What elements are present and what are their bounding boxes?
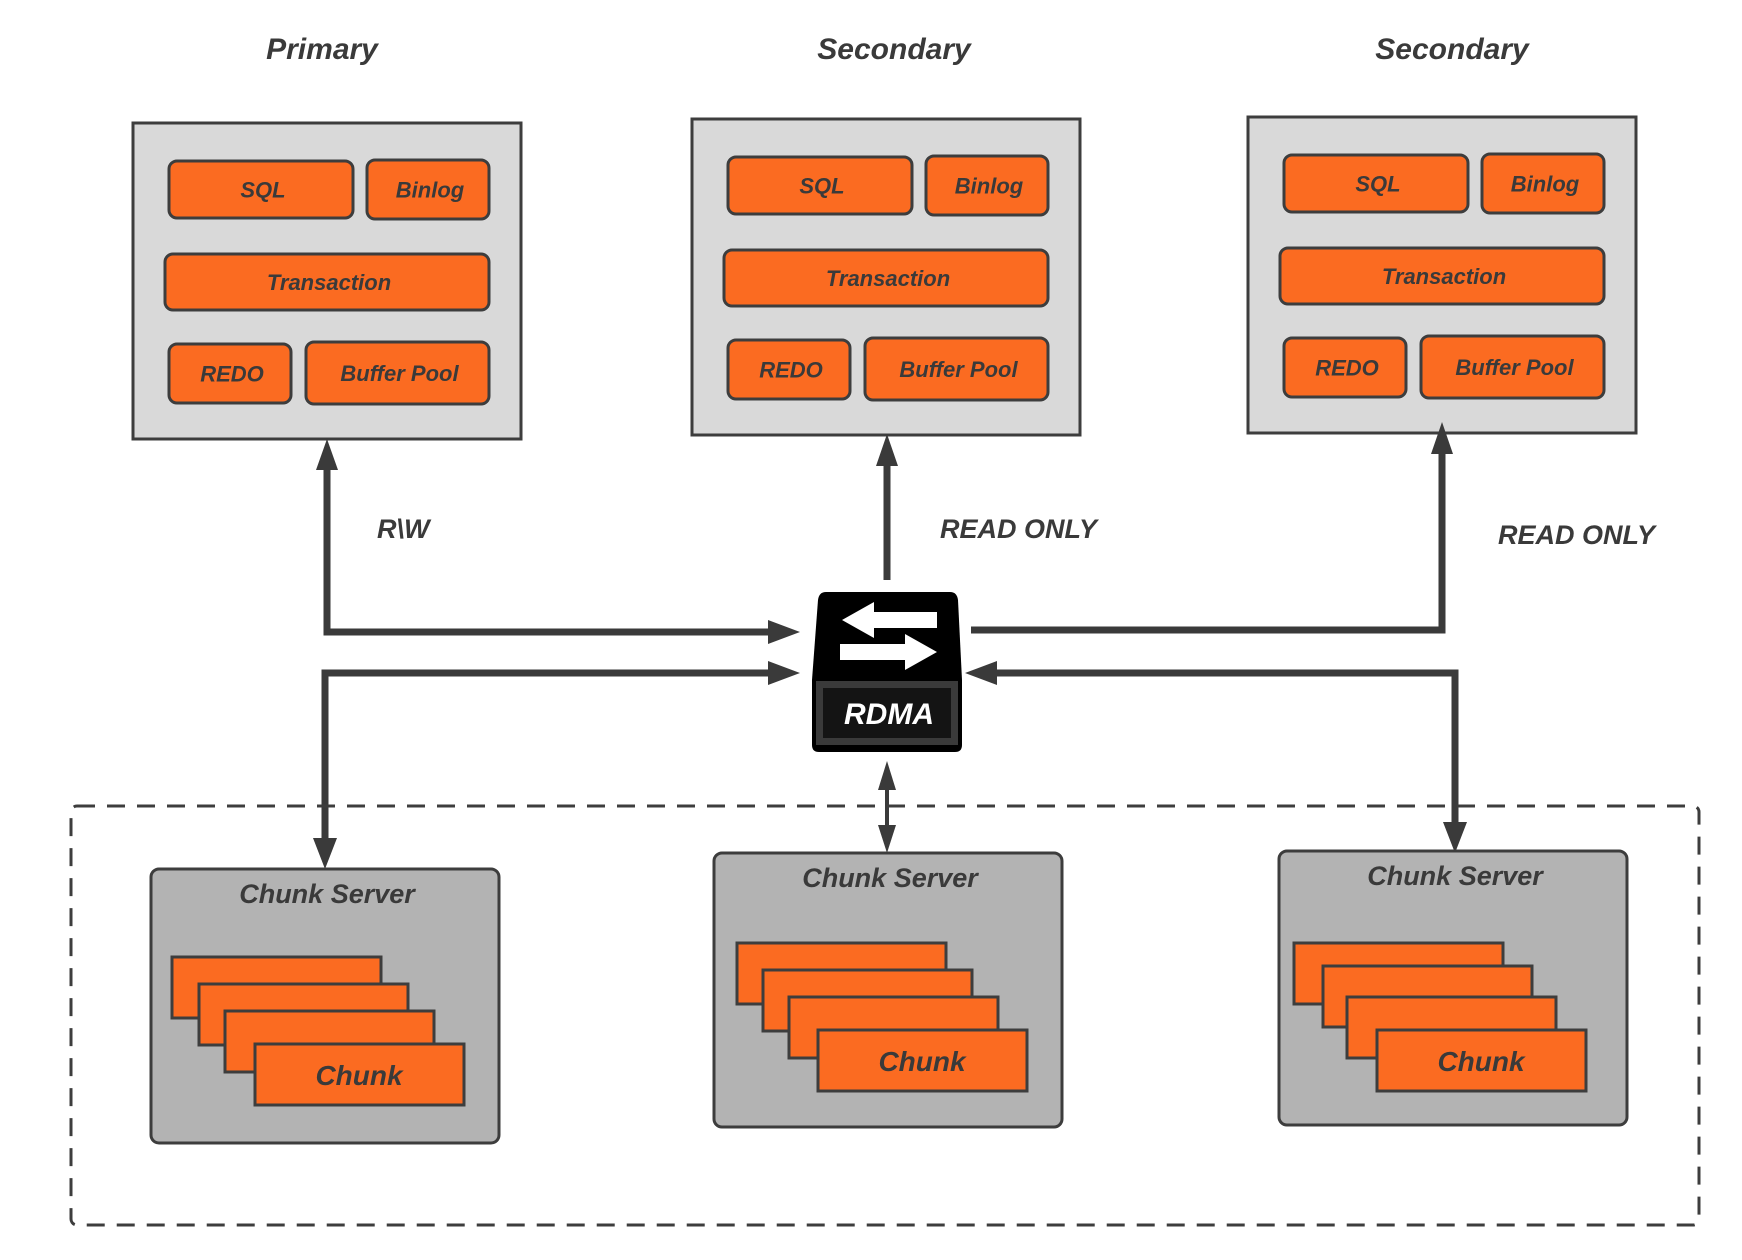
component-label: SQL	[240, 178, 285, 203]
component-label: Binlog	[1511, 172, 1580, 197]
component-transaction: Transaction	[722, 248, 1050, 308]
connector-primary-storage	[321, 669, 780, 845]
component-box	[1419, 334, 1606, 400]
arrowhead-down-icon	[313, 838, 337, 869]
storage-boundary	[69, 804, 1701, 1227]
link-label-rw: R\W	[377, 514, 432, 544]
component-label: Buffer Pool	[899, 357, 1018, 382]
component-box	[722, 248, 1050, 308]
switch-label: RDMA	[844, 698, 934, 731]
component-binlog: Binlog	[365, 158, 491, 221]
switch-label-inner	[823, 688, 951, 738]
chunk-label: Chunk	[315, 1060, 404, 1091]
arrowhead-up-icon	[1431, 422, 1453, 454]
component-box	[924, 154, 1050, 217]
arrowhead-up-icon	[316, 439, 338, 470]
component-box	[163, 252, 491, 312]
component-buffer-pool: Buffer Pool	[304, 340, 491, 406]
chunk-server-title: Chunk Server	[239, 879, 416, 909]
component-label: REDO	[759, 358, 823, 383]
component-label: SQL	[1355, 172, 1400, 197]
component-label: Transaction	[1382, 264, 1506, 289]
arrowhead-up-icon	[876, 434, 898, 466]
component-label: Transaction	[826, 266, 950, 291]
component-binlog: Binlog	[924, 154, 1050, 217]
arrowhead-up-icon	[878, 761, 896, 790]
component-sql: SQL	[167, 159, 355, 220]
connector-storage-3	[992, 669, 1459, 830]
component-binlog: Binlog	[1480, 152, 1606, 215]
component-redo: REDO	[1282, 336, 1408, 399]
component-buffer-pool: Buffer Pool	[863, 336, 1050, 402]
chunk	[816, 1028, 1029, 1093]
arrowhead-right-icon	[768, 661, 800, 685]
node-title-secondary-1: Secondary	[817, 33, 972, 66]
component-redo: REDO	[167, 342, 293, 405]
component-box	[1282, 336, 1408, 399]
connector-secondary-2-read	[971, 450, 1446, 634]
node-title-primary: Primary	[266, 33, 379, 66]
chunk	[253, 1042, 466, 1107]
component-label: SQL	[799, 174, 844, 199]
chunk-server-title: Chunk Server	[802, 863, 979, 893]
component-box	[1480, 152, 1606, 215]
component-redo: REDO	[726, 338, 852, 401]
connector-primary-rw	[323, 460, 780, 636]
component-label: Transaction	[267, 270, 391, 295]
arrowhead-down-icon	[878, 825, 896, 853]
component-sql: SQL	[1282, 153, 1470, 214]
chunk-server-title: Chunk Server	[1367, 861, 1544, 891]
component-box	[304, 340, 491, 406]
chunk-label: Chunk	[1437, 1046, 1526, 1077]
component-label: Binlog	[955, 174, 1024, 199]
link-label-read-only-1: READ ONLY	[940, 514, 1100, 544]
node-title-secondary-2: Secondary	[1375, 33, 1530, 66]
component-label: Binlog	[396, 178, 465, 203]
bidirectional-arrows-icon	[840, 602, 937, 670]
component-label: REDO	[1315, 356, 1379, 381]
component-box	[726, 338, 852, 401]
component-label: Buffer Pool	[1455, 355, 1574, 380]
component-box	[167, 342, 293, 405]
rdma-switch: RDMA	[812, 592, 962, 752]
component-label: REDO	[200, 362, 264, 387]
component-buffer-pool: Buffer Pool	[1419, 334, 1606, 400]
arrowhead-down-icon	[1443, 822, 1467, 853]
component-box	[167, 159, 355, 220]
component-sql: SQL	[726, 155, 914, 216]
component-transaction: Transaction	[163, 252, 491, 312]
connectors	[313, 422, 1467, 869]
component-transaction: Transaction	[1278, 246, 1606, 306]
component-box	[365, 158, 491, 221]
component-label: Buffer Pool	[340, 361, 459, 386]
component-box	[726, 155, 914, 216]
chunk-label: Chunk	[878, 1046, 967, 1077]
component-box	[1278, 246, 1606, 306]
arrowhead-right-icon	[768, 620, 800, 644]
link-label-read-only-2: READ ONLY	[1498, 520, 1658, 550]
component-box	[863, 336, 1050, 402]
chunk	[1375, 1028, 1588, 1093]
arrowhead-left-icon	[965, 661, 997, 685]
component-box	[1282, 153, 1470, 214]
